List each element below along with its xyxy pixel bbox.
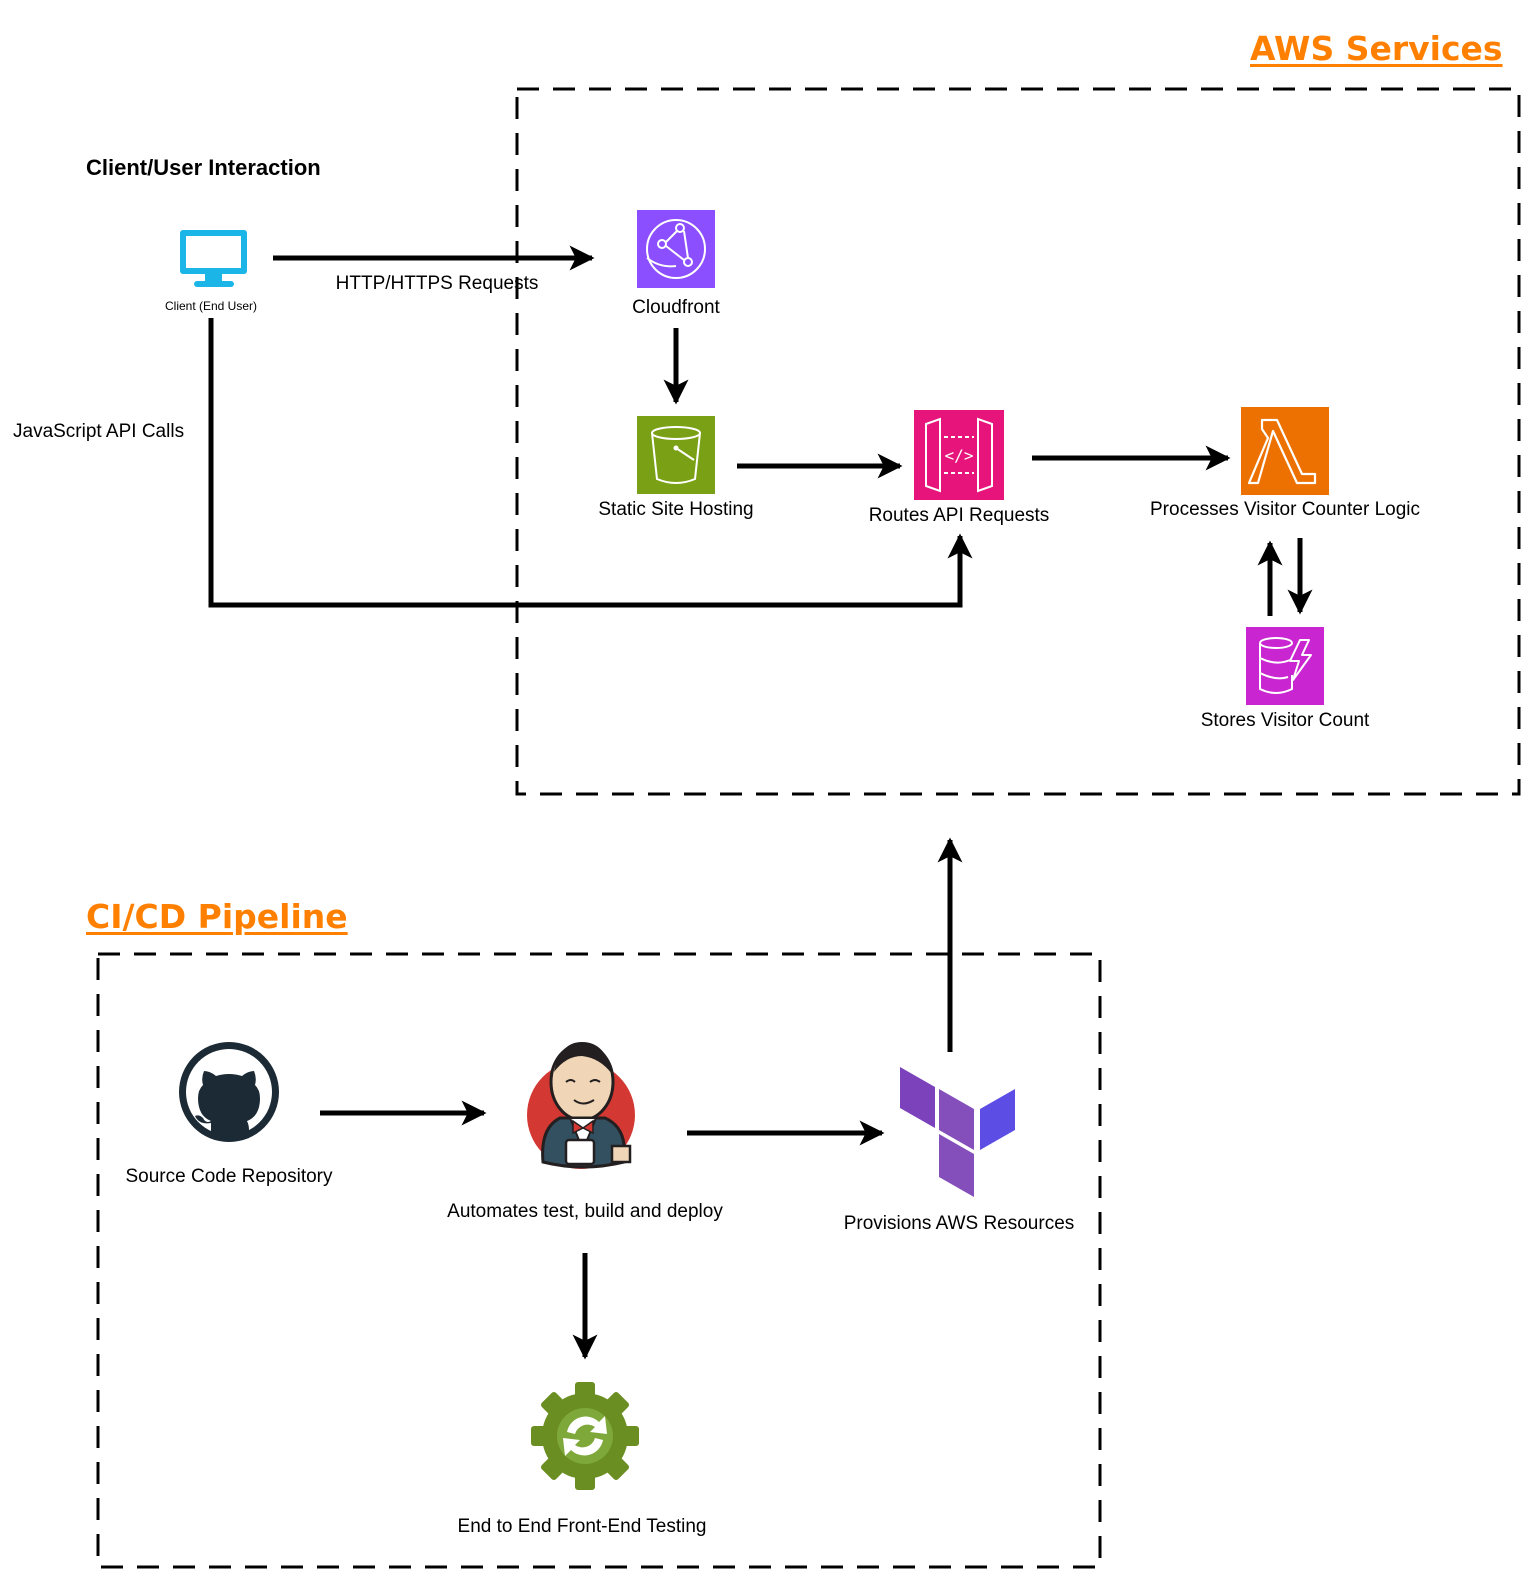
cloudfront-icon: [637, 210, 715, 288]
gear-sync-icon: [531, 1382, 639, 1490]
client-interaction-heading: Client/User Interaction: [86, 155, 321, 180]
js-api-calls-edge-label: JavaScript API Calls: [13, 421, 185, 442]
cicd-pipeline-boundary: [96, 952, 1102, 1569]
dynamodb-icon: [1246, 627, 1324, 705]
client-label: Client (End User): [164, 299, 258, 313]
aws-services-boundary: [515, 87, 1521, 796]
lambda-label: Processes Visitor Counter Logic: [1150, 499, 1420, 520]
jenkins-label: Automates test, build and deploy: [447, 1201, 723, 1222]
terraform-label: Provisions AWS Resources: [843, 1213, 1075, 1234]
svg-text:</>: </>: [945, 446, 974, 465]
cicd-pipeline-title: CI/CD Pipeline: [86, 897, 348, 936]
monitor-icon: [180, 230, 247, 287]
cloudfront-label: Cloudfront: [632, 297, 720, 318]
edge-client-to-api: [208, 318, 973, 608]
github-icon: [179, 1042, 279, 1142]
github-label: Source Code Repository: [125, 1166, 333, 1187]
api-gateway-icon: </>: [914, 410, 1004, 500]
jenkins-icon: [527, 1042, 635, 1169]
http-requests-edge-label: HTTP/HTTPS Requests: [335, 273, 539, 294]
terraform-icon: [900, 1067, 1015, 1197]
dynamodb-label: Stores Visitor Count: [1200, 710, 1370, 731]
aws-services-title: AWS Services: [1250, 29, 1503, 68]
testing-label: End to End Front-End Testing: [457, 1516, 707, 1537]
api-gateway-label: Routes API Requests: [868, 505, 1050, 526]
s3-bucket-icon: [637, 416, 715, 494]
s3-label: Static Site Hosting: [598, 499, 754, 520]
lambda-icon: [1241, 407, 1329, 495]
